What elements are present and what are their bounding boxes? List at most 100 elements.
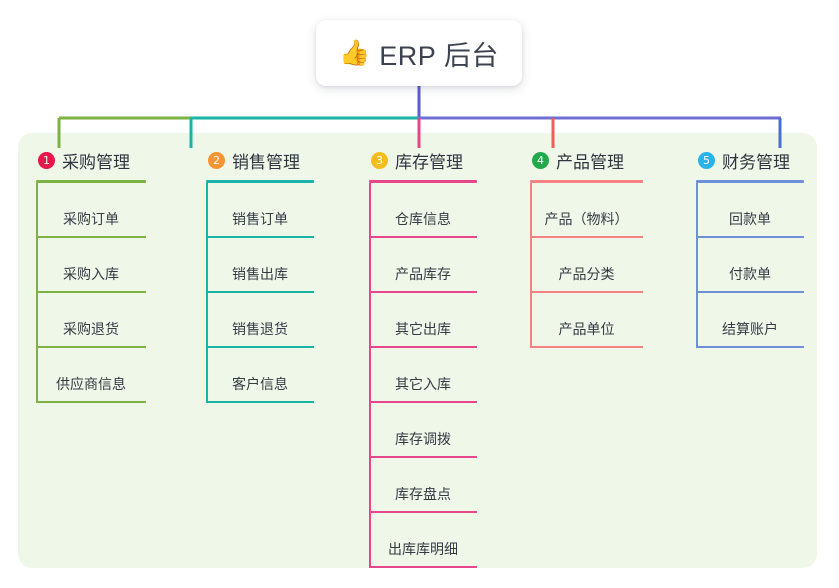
list-item[interactable]: 产品库存 (369, 238, 477, 293)
list-item-rule (369, 346, 477, 348)
list-item[interactable]: 结算账户 (696, 293, 804, 348)
column-items-2: 销售订单销售出库销售退货客户信息 (206, 183, 314, 403)
list-item-rule (530, 291, 643, 293)
list-item-rule (369, 236, 477, 238)
list-item-label: 产品库存 (395, 266, 451, 282)
list-item[interactable]: 客户信息 (206, 348, 314, 403)
list-item-label: 销售订单 (232, 211, 288, 227)
list-item-rule (530, 346, 643, 348)
list-item-label: 产品（物料） (544, 211, 629, 227)
list-item-rule (36, 346, 146, 348)
list-item-label: 其它出库 (395, 321, 451, 337)
list-item-rule (206, 236, 314, 238)
list-item[interactable]: 采购退货 (36, 293, 146, 348)
list-item-rule (696, 346, 804, 348)
column-badge-1: 1 (38, 151, 55, 169)
column-items-1: 采购订单采购入库采购退货供应商信息 (36, 183, 146, 403)
column-title-2: 销售管理 (232, 152, 300, 172)
column-spine-5 (696, 183, 698, 348)
column-title-3: 库存管理 (395, 152, 463, 172)
list-item[interactable]: 供应商信息 (36, 348, 146, 403)
list-item-rule (369, 511, 477, 513)
list-item-label: 仓库信息 (395, 211, 451, 227)
list-item[interactable]: 回款单 (696, 183, 804, 238)
list-item[interactable]: 仓库信息 (369, 183, 477, 238)
list-item-label: 结算账户 (722, 321, 778, 337)
column-title-4: 产品管理 (556, 152, 624, 172)
list-item-rule (696, 291, 804, 293)
column-1: 1 采购管理采购订单采购入库采购退货供应商信息 (36, 147, 146, 403)
list-item[interactable]: 产品分类 (530, 238, 643, 293)
column-4: 4 产品管理产品（物料） 产品分类产品单位 (530, 147, 643, 348)
list-item-rule (36, 291, 146, 293)
list-item[interactable]: 采购订单 (36, 183, 146, 238)
column-header-4[interactable]: 4 产品管理 (530, 147, 643, 173)
list-item[interactable]: 库存调拨 (369, 403, 477, 458)
column-header-rule-4 (530, 180, 643, 183)
column-header-rule-3 (369, 180, 477, 183)
list-item-label: 采购退货 (63, 321, 119, 337)
column-items-5: 回款单付款单结算账户 (696, 183, 804, 348)
list-item-label: 库存盘点 (395, 486, 451, 502)
list-item-label: 付款单 (729, 266, 771, 282)
list-item[interactable]: 付款单 (696, 238, 804, 293)
list-item-label: 出库库明细 (388, 541, 458, 557)
column-spine-4 (530, 183, 532, 348)
column-2: 2 销售管理销售订单销售出库销售退货客户信息 (206, 147, 314, 403)
column-header-rule-5 (696, 180, 804, 183)
column-title-5: 财务管理 (722, 152, 790, 172)
list-item[interactable]: 出库库明细 (369, 513, 477, 568)
column-header-rule-2 (206, 180, 314, 183)
column-badge-2: 2 (208, 151, 225, 169)
list-item-rule (530, 236, 643, 238)
list-item-rule (206, 291, 314, 293)
column-title-1: 采购管理 (62, 152, 130, 172)
list-item[interactable]: 库存盘点 (369, 458, 477, 513)
list-item[interactable]: 产品（物料） (530, 183, 643, 238)
root-node-card[interactable]: 👍 ERP 后台 (316, 20, 522, 86)
list-item-label: 产品单位 (558, 321, 615, 337)
list-item-label: 销售出库 (232, 266, 288, 282)
column-header-1[interactable]: 1 采购管理 (36, 147, 146, 173)
list-item-rule (696, 236, 804, 238)
list-item[interactable]: 其它出库 (369, 293, 477, 348)
list-item[interactable]: 销售退货 (206, 293, 314, 348)
list-item-label: 销售退货 (232, 321, 288, 337)
list-item[interactable]: 销售出库 (206, 238, 314, 293)
list-item-label: 采购入库 (63, 266, 119, 282)
list-item-rule (369, 401, 477, 403)
column-header-2[interactable]: 2 销售管理 (206, 147, 314, 173)
list-item-rule (206, 346, 314, 348)
column-spine-1 (36, 183, 38, 403)
column-header-3[interactable]: 3 库存管理 (369, 147, 477, 173)
column-spine-3 (369, 183, 371, 568)
list-item-label: 其它入库 (395, 376, 451, 392)
list-item-rule (369, 456, 477, 458)
list-item[interactable]: 产品单位 (530, 293, 643, 348)
list-item-label: 客户信息 (232, 376, 288, 392)
list-item-label: 回款单 (729, 211, 771, 227)
list-item[interactable]: 其它入库 (369, 348, 477, 403)
list-item-rule (36, 236, 146, 238)
column-spine-2 (206, 183, 208, 403)
list-item-rule (36, 401, 146, 403)
column-badge-3: 3 (371, 151, 388, 169)
list-item[interactable]: 销售订单 (206, 183, 314, 238)
list-item[interactable]: 采购入库 (36, 238, 146, 293)
diagram-background-panel (18, 133, 817, 568)
list-item-rule (369, 291, 477, 293)
list-item-label: 库存调拨 (395, 431, 451, 447)
column-3: 3 库存管理仓库信息产品库存其它出库其它入库库存调拨库存盘点出库库明细 (369, 147, 477, 568)
list-item-label: 供应商信息 (56, 376, 126, 392)
column-items-3: 仓库信息产品库存其它出库其它入库库存调拨库存盘点出库库明细 (369, 183, 477, 568)
list-item-label: 采购订单 (63, 211, 119, 227)
thumbs-up-icon: 👍 (339, 38, 371, 67)
list-item-label: 产品分类 (558, 266, 615, 282)
column-items-4: 产品（物料） 产品分类产品单位 (530, 183, 643, 348)
root-node-title: ERP 后台 (379, 40, 499, 71)
column-badge-4: 4 (532, 151, 549, 169)
column-header-rule-1 (36, 180, 146, 183)
list-item-rule (369, 566, 477, 568)
